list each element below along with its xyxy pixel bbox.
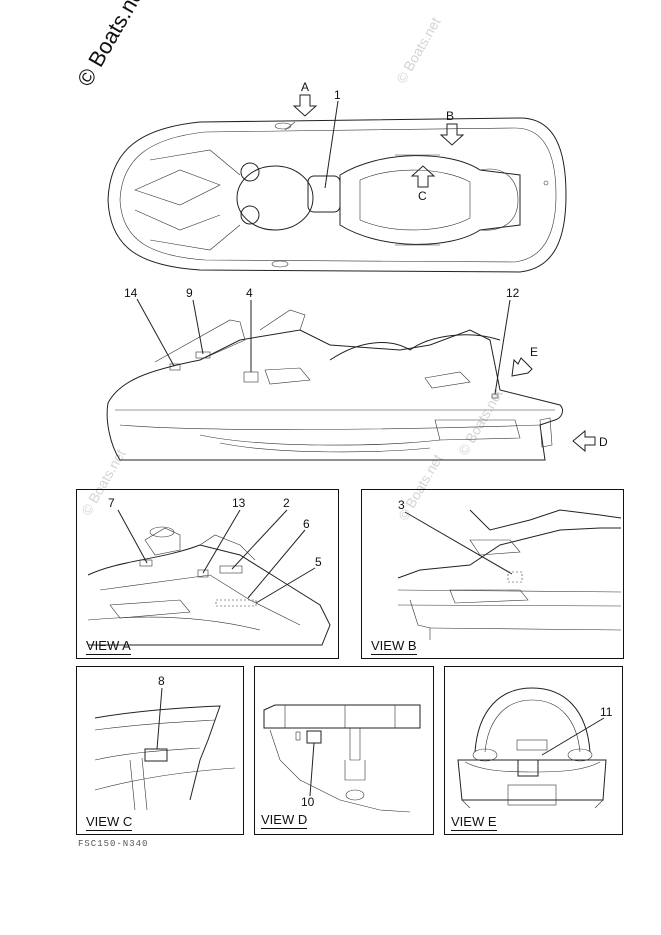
view-c-label: VIEW C [86,814,133,831]
leader-8 [156,687,163,750]
view-c-panel [76,666,244,835]
callout-8: 8 [158,674,165,688]
callout-14: 14 [124,286,138,300]
view-e-panel [444,666,623,835]
arrow-label-e: E [530,345,538,359]
leader-10 [309,742,315,797]
view-d-drawing [263,704,421,813]
leader-5 [255,567,316,604]
view-d-arrow [572,429,596,453]
callout-1: 1 [334,88,341,102]
callout-11: 11 [600,705,613,719]
callout-12: 12 [506,286,520,300]
leader-14 [136,298,175,367]
leader-7 [117,509,148,564]
view-c-drawing [94,705,236,811]
view-b-label: VIEW B [371,638,417,655]
view-c-arrow [410,165,436,188]
callout-5: 5 [315,555,322,569]
callout-4: 4 [246,286,253,300]
figure-code: FSC150-N340 [78,839,149,849]
side-view-drawing [106,309,563,461]
view-a-panel [76,489,339,659]
view-d-label: VIEW D [261,812,308,829]
callout-3: 3 [398,498,405,512]
callout-9: 9 [186,286,193,300]
leader-13 [202,509,241,574]
arrow-label-d: D [599,435,608,449]
view-e-arrow [511,357,533,377]
callout-7: 7 [108,496,115,510]
view-b-panel [361,489,624,659]
callout-10: 10 [301,795,315,809]
leader-12 [494,299,511,395]
view-a-arrow [292,94,318,117]
view-e-label: VIEW E [451,814,497,831]
callout-6: 6 [303,517,310,531]
arrow-label-a: A [301,80,309,94]
leader-1 [324,100,339,189]
view-a-drawing [87,526,331,646]
view-e-drawing [457,687,607,809]
top-view-drawing [107,117,567,273]
view-b-drawing [397,509,622,640]
leader-3 [404,511,513,575]
leader-11 [541,717,605,756]
view-d-panel [254,666,434,835]
callout-2: 2 [283,496,290,510]
leader-2 [231,509,288,570]
arrow-label-c: C [418,189,427,203]
callout-13: 13 [232,496,246,510]
view-b-arrow [439,123,465,146]
leader-6 [247,529,306,599]
arrow-label-b: B [446,109,454,123]
view-a-label: VIEW A [86,638,131,655]
leader-9 [192,299,204,355]
